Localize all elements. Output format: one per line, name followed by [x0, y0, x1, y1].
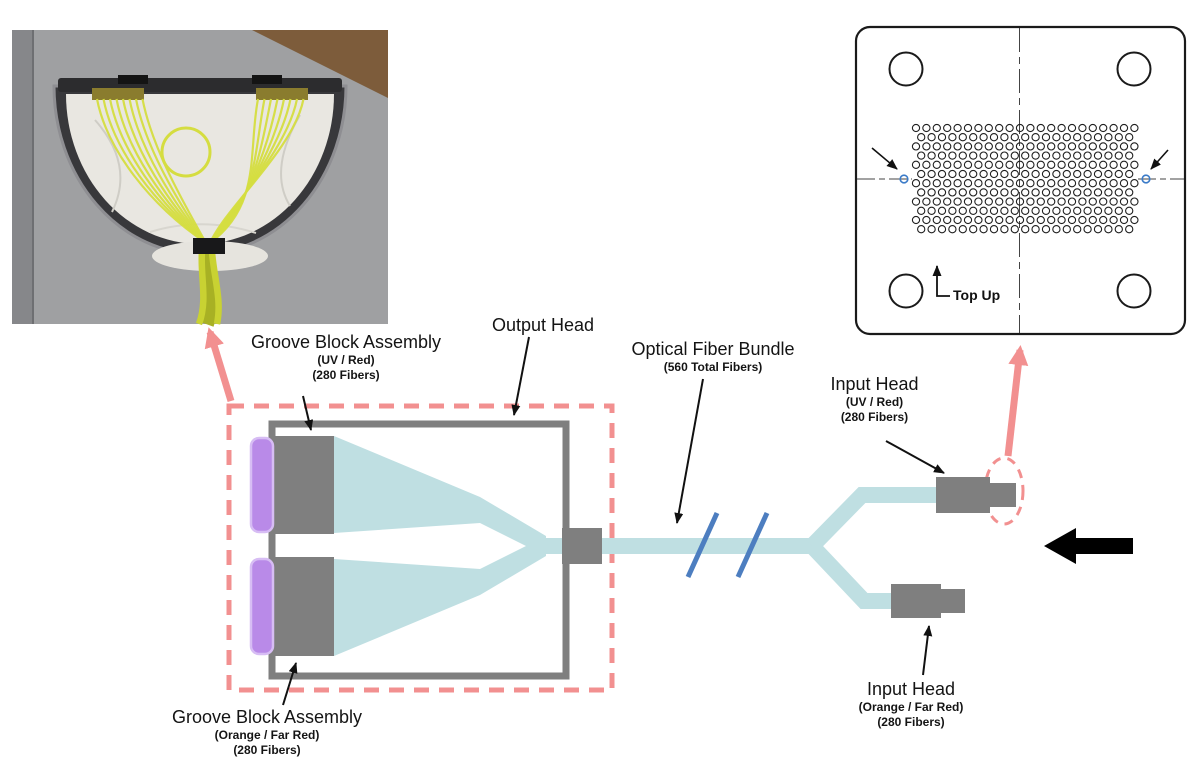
pink-arrow-to-drawing [1004, 345, 1029, 457]
fiber-branch-bottom [806, 540, 898, 609]
drawing-alignment-hole-left [899, 174, 909, 184]
drawing-corner-hole [888, 51, 924, 87]
label-leader-arrows [282, 336, 945, 706]
purple-filter-bottom [249, 557, 275, 656]
direction-arrow-icon [1044, 528, 1133, 564]
gray-hardware [269, 436, 1016, 656]
photo-fiber-clamp-left [92, 88, 144, 100]
input-head-bottom-tab [941, 589, 965, 613]
photo-cable-outline [198, 249, 218, 327]
break-slash-1 [685, 511, 720, 579]
purple-filter-top [249, 436, 275, 534]
label-sub: (280 Fibers) [840, 410, 909, 424]
purple-filters [249, 436, 275, 656]
groove-block-top [269, 436, 334, 534]
label-sub: (280 Fibers) [312, 368, 380, 382]
label-groove-block-assembly-bottom: Groove Block Assembly (Orange / Far Red)… [154, 707, 380, 758]
label-sub: (UV / Red) [317, 353, 375, 367]
photo-bottom-clamp [193, 238, 225, 254]
drawing-corner-hole [1116, 273, 1152, 309]
label-top-up: Top Up [953, 287, 1001, 303]
photo-fiber-clamp-right [256, 88, 308, 100]
label-input-head-bottom: Input Head (Orange / Far Red) (280 Fiber… [838, 679, 984, 730]
output-head-collar [562, 528, 602, 564]
fiber-funnel-bottom [334, 536, 546, 656]
label-groove-block-assembly-top: Groove Block Assembly (UV / Red) (280 Fi… [233, 332, 459, 383]
input-head-top-body [936, 477, 990, 513]
label-input-head-top: Input Head (UV / Red) (280 Fibers) [812, 374, 937, 425]
input-head-bottom-body [891, 584, 941, 618]
drawing-plate-outline [854, 25, 1187, 336]
drawing-right-pointer-arrow [1150, 149, 1169, 170]
arrow-fiber-bundle [674, 378, 704, 524]
drawing-alignment-hole-right [1141, 174, 1151, 184]
photo-fiber-loop [160, 126, 212, 178]
label-sub: (Orange / Far Red) [214, 728, 320, 742]
break-slash-2 [735, 511, 770, 579]
drawing-corner-hole [1116, 51, 1152, 87]
top-up-leader-arrow [932, 265, 950, 297]
arrow-groove-top [302, 395, 314, 431]
label-sub: (Orange / Far Red) [858, 700, 964, 714]
drawing-fiber-hole-grid [911, 123, 1139, 234]
photo-yellow-fibers [95, 98, 305, 244]
photo-left-edge [12, 30, 32, 324]
input-head-top-tab [990, 483, 1016, 507]
label-sub: (280 Fibers) [233, 743, 301, 757]
label-title: Input Head [866, 679, 956, 699]
label-title: Output Head [491, 315, 595, 335]
label-sub: (UV / Red) [845, 395, 904, 409]
drawing-left-pointer-arrow [871, 147, 898, 170]
label-title: Optical Fiber Bundle [631, 339, 795, 359]
arrow-input-head-top [885, 440, 945, 474]
fiber-paths [334, 436, 940, 656]
arrow-output-head [511, 336, 530, 416]
fiber-funnel-top [334, 436, 546, 556]
head-face-drawing [854, 25, 1187, 336]
label-optical-fiber-bundle: Optical Fiber Bundle (560 Total Fibers) [613, 339, 813, 375]
groove-block-bottom [269, 557, 334, 656]
label-title: Groove Block Assembly [250, 332, 442, 352]
fiber-branch-top [806, 487, 940, 552]
label-title: Groove Block Assembly [171, 707, 363, 727]
drawing-corner-hole [888, 273, 924, 309]
pink-arrow-to-photo [204, 327, 235, 403]
groove-block-photo [12, 30, 388, 327]
label-title: Input Head [830, 374, 919, 394]
label-sub: (560 Total Fibers) [663, 360, 763, 374]
arrow-input-head-bottom [922, 625, 933, 676]
label-output-head: Output Head [478, 315, 608, 336]
photo-table-corner [252, 30, 388, 98]
label-sub: (280 Fibers) [877, 715, 945, 729]
arrow-groove-bottom [282, 662, 298, 706]
cable-break-marks [685, 511, 770, 579]
